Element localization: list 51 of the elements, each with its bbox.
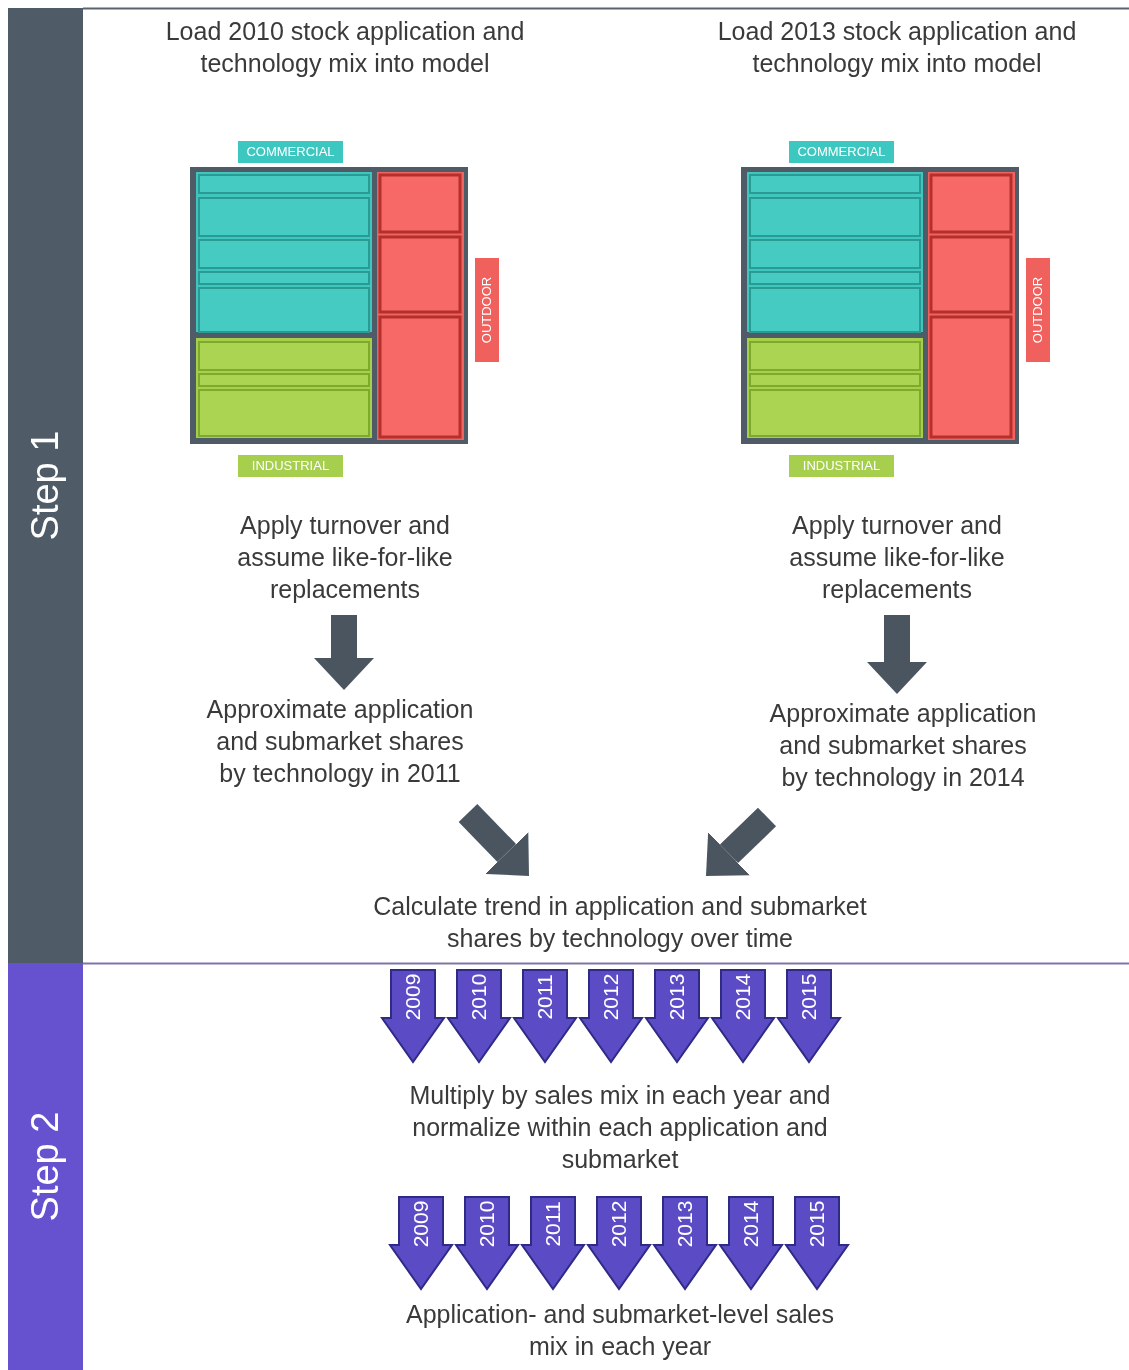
- year-label: 2011: [533, 973, 557, 1022]
- step-text: Apply turnover and assume like-for-like replacements: [752, 509, 1042, 605]
- year-label: 2015: [797, 972, 821, 1023]
- block-arrow: [706, 807, 777, 876]
- year-label: 2009: [401, 972, 425, 1023]
- step-band: [8, 963, 83, 1370]
- year-marker: [711, 968, 775, 1064]
- category-tag: OUTDOOR: [1026, 258, 1050, 362]
- year-marker: [645, 968, 709, 1064]
- block-arrow: [314, 615, 374, 690]
- year-label: 2011: [541, 1200, 565, 1249]
- year-label: 2010: [467, 972, 491, 1023]
- category-tag: INDUSTRIAL: [238, 455, 343, 477]
- year-marker: [653, 1195, 717, 1291]
- year-label: 2012: [607, 1199, 631, 1250]
- year-label: 2014: [739, 1199, 763, 1250]
- step-text: Multiply by sales mix in each year and normalize within each application and submarket: [395, 1079, 845, 1175]
- year-marker: [579, 968, 643, 1064]
- year-marker: [785, 1195, 849, 1291]
- category-tag: COMMERCIAL: [789, 141, 894, 163]
- year-marker: [389, 1195, 453, 1291]
- year-marker: [513, 968, 577, 1064]
- year-marker: [777, 968, 841, 1064]
- step-text: Load 2013 stock application and technology mix into model: [707, 15, 1087, 111]
- year-label: 2012: [599, 972, 623, 1023]
- year-marker: [587, 1195, 651, 1291]
- step-label: Step 2: [24, 1111, 67, 1222]
- step-text: Apply turnover and assume like-for-like replacements: [200, 509, 490, 605]
- year-marker: [381, 968, 445, 1064]
- year-label: 2013: [665, 972, 689, 1023]
- category-tag: INDUSTRIAL: [789, 455, 894, 477]
- year-label: 2010: [475, 1199, 499, 1250]
- year-marker: [521, 1195, 585, 1291]
- category-tag: OUTDOOR: [475, 258, 499, 362]
- step-text: Calculate trend in application and submarket shares by technology over time: [340, 890, 900, 954]
- year-label: 2013: [673, 1199, 697, 1250]
- year-marker: [447, 968, 511, 1064]
- block-arrow: [867, 615, 927, 694]
- year-marker: [455, 1195, 519, 1291]
- year-label: 2009: [409, 1199, 433, 1250]
- step-text: Load 2010 stock application and technology mix into model: [155, 15, 535, 111]
- step-band: [8, 8, 83, 963]
- step-label: Step 1: [24, 430, 67, 541]
- year-label: 2015: [805, 1199, 829, 1250]
- year-marker: [719, 1195, 783, 1291]
- block-arrow: [458, 803, 529, 876]
- step-text: Approximate application and submarket shares by technology in 2011: [205, 693, 475, 821]
- step-text: Approximate application and submarket shares by technology in 2014: [768, 697, 1038, 825]
- category-tag: COMMERCIAL: [238, 141, 343, 163]
- step-text: Application- and submarket-level sales mix in each year: [400, 1298, 840, 1362]
- year-label: 2014: [731, 972, 755, 1023]
